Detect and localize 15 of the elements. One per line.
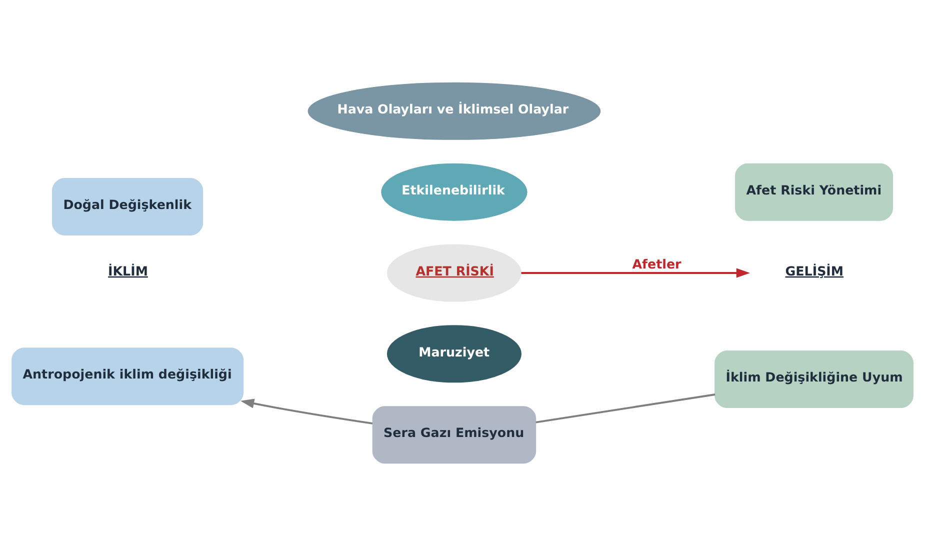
arrow bbox=[240, 398, 373, 424]
node-text: GELİŞİM bbox=[785, 262, 844, 278]
node-ellipse: Maruziyet bbox=[386, 324, 522, 382]
node-box: Doğal Değişkenlik bbox=[52, 177, 204, 235]
node-ellipse: Hava Olayları ve İklimsel Olaylar bbox=[308, 82, 601, 140]
node-box: İklim Değişikliğine Uyum bbox=[714, 350, 914, 408]
node-box: Sera Gazı Emisyonu bbox=[372, 406, 536, 464]
arrow bbox=[521, 268, 750, 278]
edge-label: Afetler bbox=[632, 256, 682, 272]
node-box: Antropojenik iklim değişikliği bbox=[12, 347, 244, 405]
node-box: Afet Riski Yönetimi bbox=[735, 162, 893, 220]
node-ellipse: Etkilenebilirlik bbox=[381, 162, 528, 220]
connector bbox=[536, 393, 716, 423]
label: İKLİM bbox=[108, 262, 148, 278]
node-ellipse: AFET RİSKİ bbox=[386, 244, 522, 302]
